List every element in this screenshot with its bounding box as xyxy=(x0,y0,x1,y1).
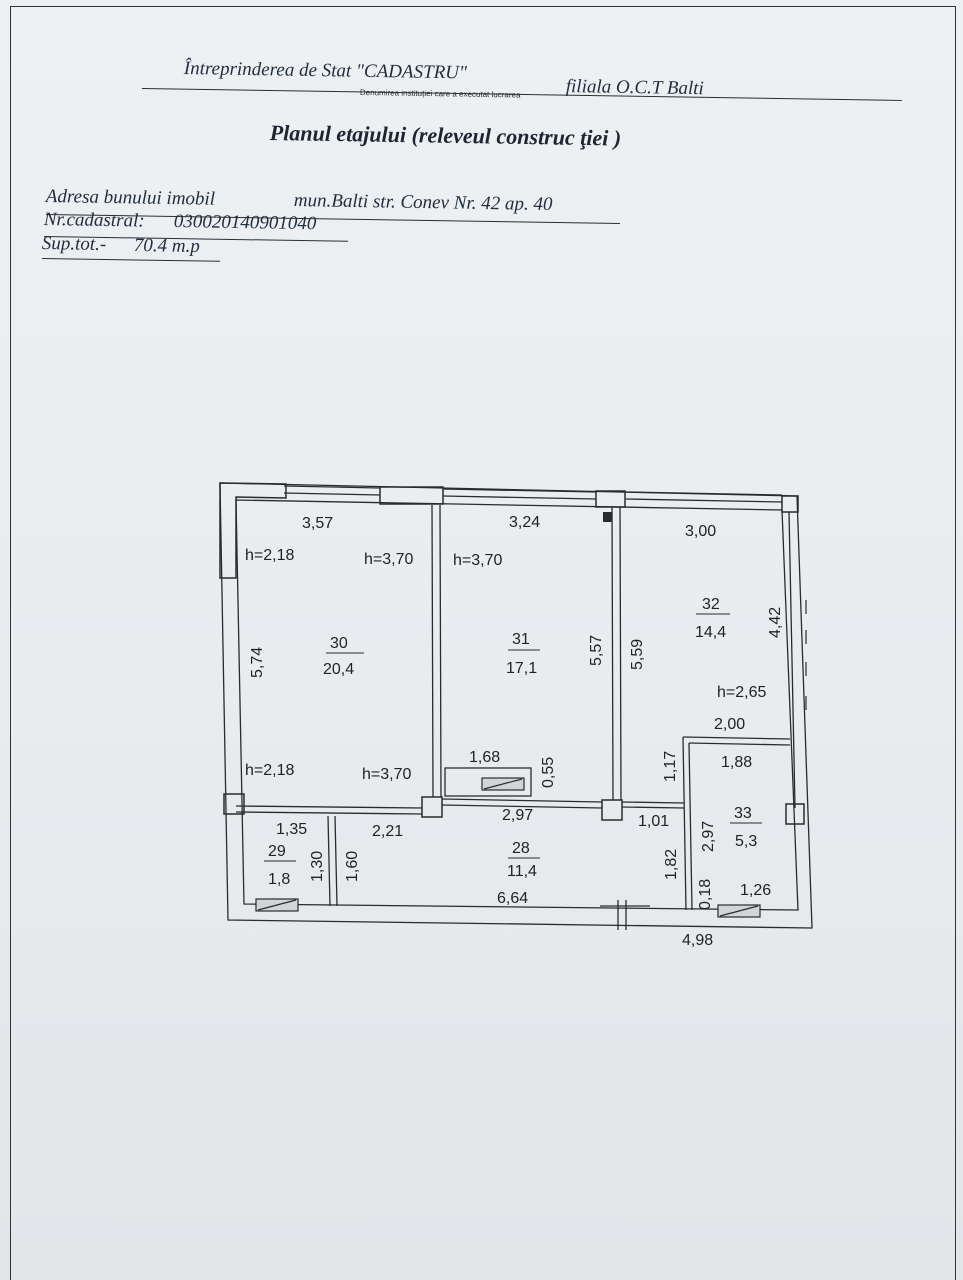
room-33-area: 5,3 xyxy=(735,833,757,850)
dim-bath-width: 1,26 xyxy=(740,882,771,899)
room-28-area: 11,4 xyxy=(507,863,537,880)
dim-r30-length: 5,74 xyxy=(249,647,266,678)
room-32-area: 14,4 xyxy=(695,624,726,641)
height-r30-tr: h=3,70 xyxy=(364,551,413,568)
height-r30-tl: h=2,18 xyxy=(245,547,294,564)
room-32-number: 32 xyxy=(702,596,720,613)
dim-r29-h2: 1,60 xyxy=(344,851,361,882)
dim-total-bottom: 4,98 xyxy=(682,932,713,949)
dim-corridor-right: 1,82 xyxy=(663,849,680,880)
room-31-number: 31 xyxy=(512,631,530,648)
room-30-area: 20,4 xyxy=(323,661,354,678)
room-30-number: 30 xyxy=(330,635,348,652)
dim-r31-length: 5,57 xyxy=(588,635,605,666)
dim-r33-top: 2,00 xyxy=(714,716,745,733)
dim-r29-h1: 1,30 xyxy=(309,851,326,882)
height-r30-br: h=3,70 xyxy=(362,766,411,783)
room-33-number: 33 xyxy=(734,805,752,822)
dim-r33-side: 1,17 xyxy=(662,751,679,782)
dim-small-018: 0,18 xyxy=(697,879,714,910)
dim-r32-width: 3,00 xyxy=(685,523,716,540)
dim-r29-width: 1,35 xyxy=(276,821,307,838)
dim-corridor-top: 2,97 xyxy=(502,807,533,824)
dim-corridor-length: 6,64 xyxy=(497,890,528,907)
height-r31-tl: h=3,70 xyxy=(453,552,502,569)
dim-vent-depth: 0,55 xyxy=(540,757,557,788)
room-31-area: 17,1 xyxy=(506,660,537,677)
height-r32: h=2,65 xyxy=(717,684,766,701)
room-28-number: 28 xyxy=(512,840,530,857)
dim-r33-width: 1,88 xyxy=(721,754,752,771)
dim-corridor-left: 2,21 xyxy=(372,823,403,840)
dim-vent-width: 1,68 xyxy=(469,749,500,766)
dim-r32-length: 4,42 xyxy=(767,607,784,638)
room-29-number: 29 xyxy=(268,843,286,860)
dim-r31-right: 5,59 xyxy=(629,639,646,670)
height-r30-bl: h=2,18 xyxy=(245,762,294,779)
room-29-area: 1,8 xyxy=(268,871,290,888)
dim-r30-width: 3,57 xyxy=(302,515,333,532)
dim-corridor-step: 1,01 xyxy=(638,813,669,830)
dim-r33-length: 2,97 xyxy=(700,821,717,852)
page-frame xyxy=(10,6,956,1280)
dim-r31-width: 3,24 xyxy=(509,514,540,531)
